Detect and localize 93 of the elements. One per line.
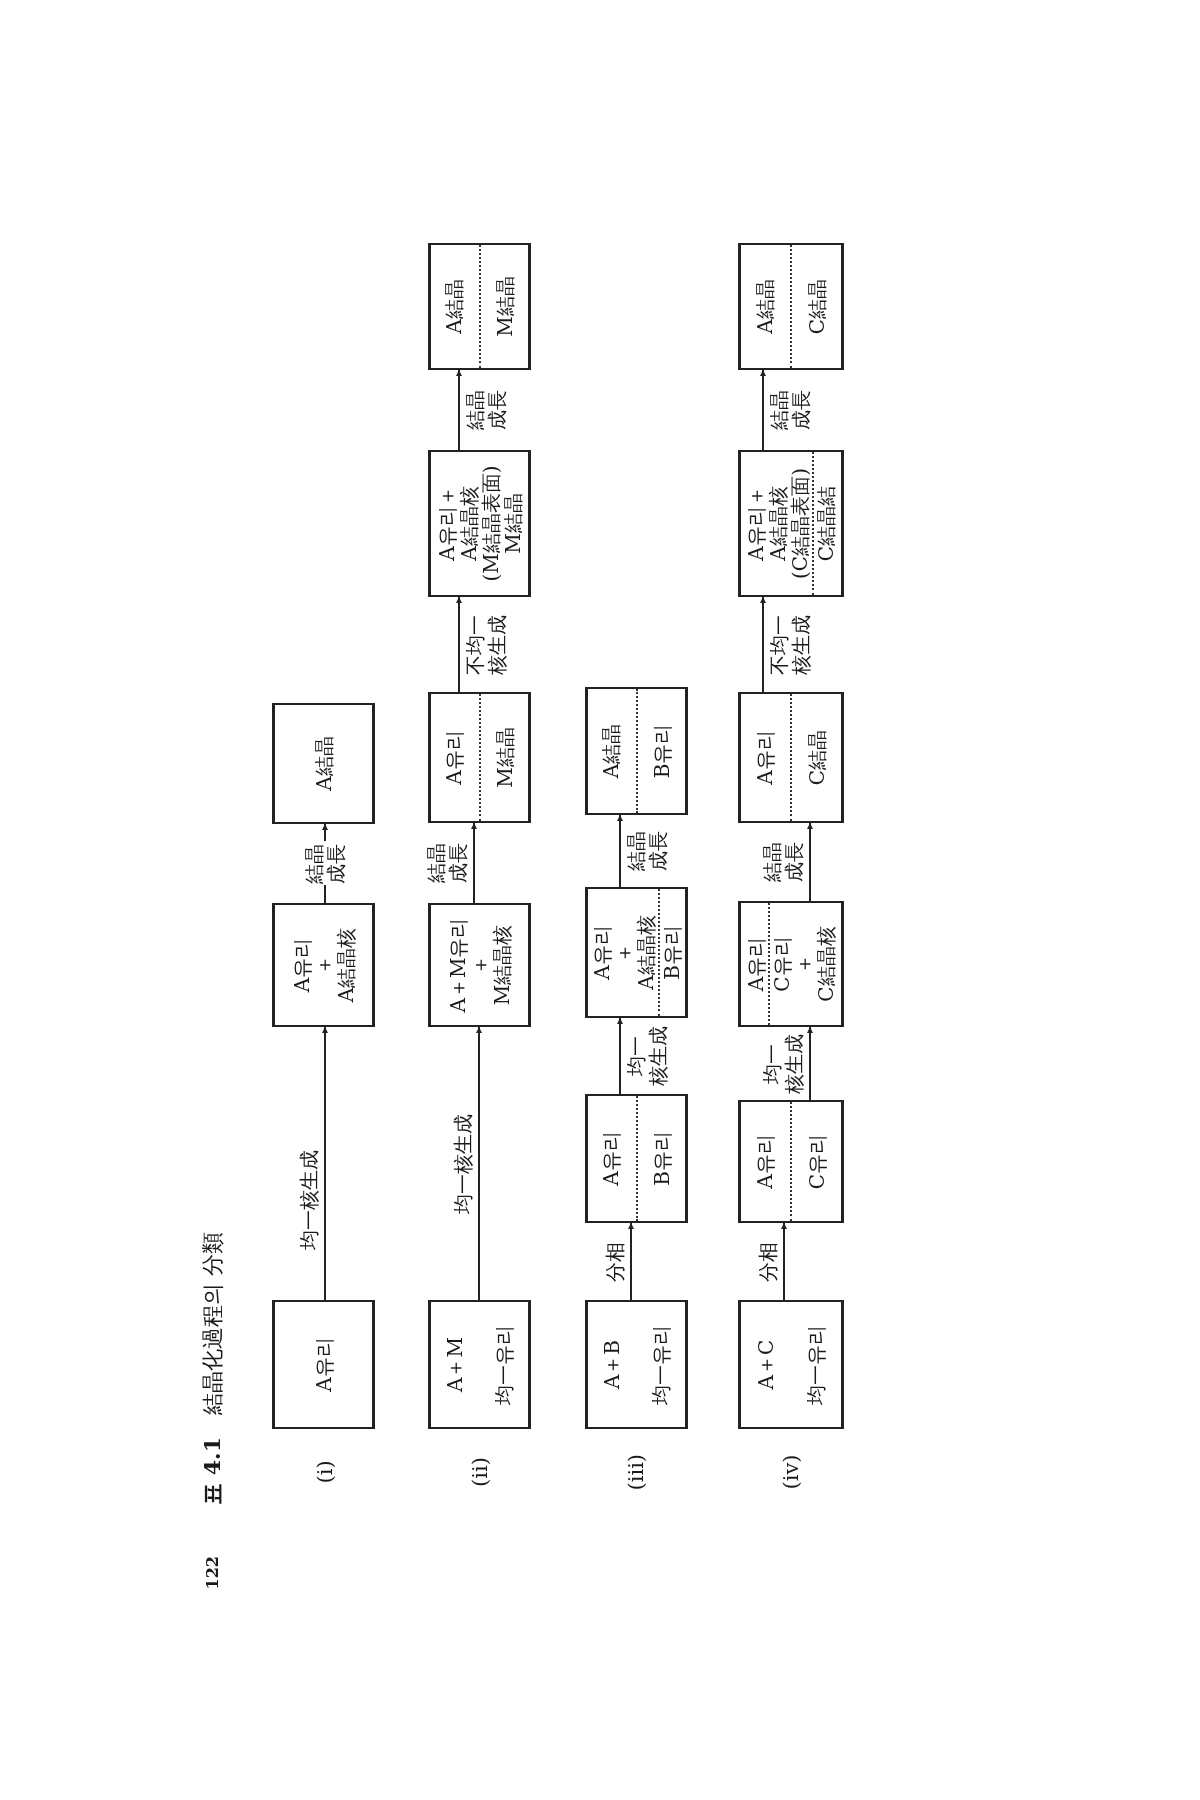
box-label: 均一유리 [649,1324,672,1405]
box-label: C結晶結 [815,485,837,562]
edge-label: 均一核生成 [297,1148,321,1252]
row-label: (i) [313,1460,337,1484]
box-label: 均一유리 [805,1324,827,1405]
arrow [456,369,462,451]
arrow [807,822,813,902]
box-label: A유리 [745,936,767,992]
row-label: (iii) [624,1453,648,1491]
edge-label: 不均一核生成 [463,612,509,677]
box-label: A유리 [754,730,776,785]
box-label: (M結晶表面) [479,465,502,582]
box-label: 均一유리 [492,1324,515,1405]
arrow [471,822,477,904]
edge-label: 結晶成長 [760,840,806,884]
box-label: C結晶 [806,278,828,335]
box-label: A結晶 [443,279,466,334]
process-box [428,450,531,597]
process-box [585,1300,688,1429]
arrow [617,814,623,888]
edge-label: 結晶成長 [302,841,348,886]
process-box [272,903,375,1027]
edge-label: 結晶成長 [463,388,509,432]
box-label: A結晶 [754,279,776,334]
arrow [617,1017,623,1095]
box-label: (C結晶表面) [789,468,811,579]
box-label: A結晶 [312,736,335,791]
box-label: A유리 [590,925,613,980]
arrow [781,1222,787,1301]
box-label: A＋M유리 [446,917,469,1013]
box-label: A結晶核 [634,915,657,990]
title: 표 4.1 結晶化過程의 分類 [198,1232,226,1505]
edge-label: 均一核生成 [760,1031,806,1096]
box-label: M結晶核 [490,924,513,1006]
process-box [272,1300,375,1429]
box-label: A結晶 [600,723,623,779]
box-label: ＋ [612,942,635,963]
box-label: A유리 [312,1337,335,1392]
edge-label: 結晶成長 [767,388,813,432]
box-label: A結晶核 [767,486,789,561]
box-label: C유리 [771,936,793,992]
arrow [807,1026,813,1101]
box-label: A＋B [601,1339,624,1390]
box-label: A유리 [600,1131,623,1186]
box-label: ＋ [468,955,491,975]
box-label: C유리 [806,1133,828,1190]
process-box [428,692,531,823]
process-box [738,901,844,1027]
arrow [476,1026,482,1301]
box-label: A유리 [754,1134,776,1189]
edge-label: 結晶成長 [424,841,470,885]
process-box [738,1100,844,1223]
process-box [585,1094,688,1223]
box-label: B유리 [660,925,683,980]
row-label: (ii) [468,1457,492,1487]
process-box [738,692,844,823]
process-box [428,903,531,1027]
process-box [585,887,688,1018]
edge-label: 均一核生成 [451,1111,475,1216]
process-box [428,1300,531,1429]
arrow [456,596,462,693]
box-label: A＋C [755,1339,777,1390]
arrow [760,369,766,451]
process-box [272,703,375,824]
box-label: M結晶 [493,276,516,337]
box-label: ＋ [312,955,335,975]
box-label: B유리 [650,723,673,779]
box-label: ＋ [793,954,815,974]
box-label: A＋M [444,1337,467,1392]
box-label: A結晶核 [334,927,357,1003]
process-box [738,1300,844,1429]
box-label: M結晶 [493,727,516,788]
process-box [585,687,688,815]
box-label: M結晶 [501,493,524,554]
edge-label: 不均一核生成 [767,612,813,677]
edge-label: 均一核生成 [624,1024,670,1088]
box-label: A結晶核 [457,486,480,561]
edge-label: 結晶成長 [624,829,670,873]
process-box [428,243,531,370]
arrow [760,596,766,693]
box-label: C結晶核 [815,926,837,1002]
box-label: C結晶 [806,729,828,786]
page-number: 122 [202,1556,222,1590]
arrow [322,1026,328,1301]
process-box [738,450,844,597]
box-label: A유리＋ [745,486,767,561]
row-label: (iv) [779,1454,803,1490]
process-box [738,243,844,370]
box-label: A유리＋ [435,486,458,561]
box-label: A유리 [290,937,313,993]
box-label: A유리 [443,730,466,785]
box-label: B유리 [650,1131,673,1186]
arrow [628,1222,634,1301]
